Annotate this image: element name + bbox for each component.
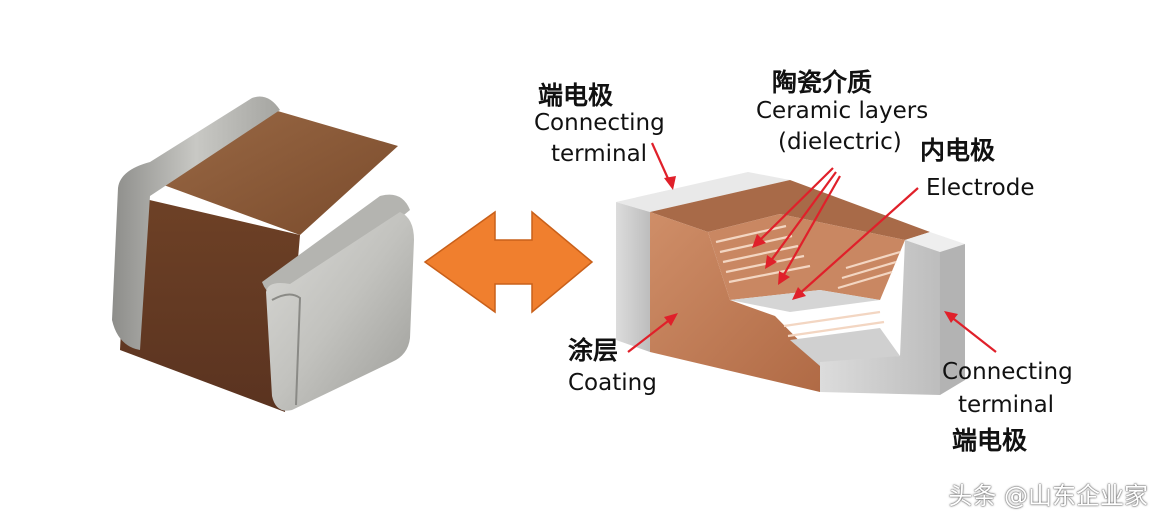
section-coating-face xyxy=(650,212,820,392)
section-left-terminal-top xyxy=(616,172,790,212)
top-terminal-cn-label: 端电极 xyxy=(538,81,614,110)
electrode-cn-label: 内电极 xyxy=(920,136,996,165)
callout-arrows xyxy=(627,142,997,353)
mlcc-cross-section xyxy=(616,172,965,395)
section-left-terminal-front xyxy=(616,202,650,352)
electrode-layers xyxy=(715,224,901,338)
arrow-ceramic-3 xyxy=(778,175,841,285)
inner-electrode-plate-2 xyxy=(790,328,900,366)
section-right-terminal-front xyxy=(820,240,940,395)
coating-en-label: Coating xyxy=(568,370,657,396)
top-terminal-en-label-2: terminal xyxy=(551,141,648,167)
mlcc-chip-photo xyxy=(112,96,414,412)
electrode-en-label: Electrode xyxy=(926,175,1035,201)
bottom-terminal-cn-label: 端电极 xyxy=(952,426,1028,455)
arrow-ceramic-2 xyxy=(765,171,837,269)
ceramic-en-label-1: Ceramic layers xyxy=(756,98,929,124)
top-terminal-en-label-1: Connecting xyxy=(534,110,665,136)
chip-left-terminal xyxy=(112,96,280,350)
inner-electrode-plate-1 xyxy=(730,290,880,312)
arrow-top-terminal xyxy=(650,142,676,190)
double-arrow-icon xyxy=(423,210,594,314)
watermark-text: 头条 @山东企业家 xyxy=(948,482,1148,510)
arrow-electrode xyxy=(792,187,919,300)
coating-cn-label: 涂层 xyxy=(568,336,619,365)
section-right-terminal-top xyxy=(905,232,965,252)
chip-right-terminal-top xyxy=(262,194,410,301)
chip-right-terminal-face xyxy=(266,212,414,411)
chip-terminal-edge xyxy=(271,293,302,406)
arrow-coating xyxy=(627,313,678,353)
ceramic-cn-label: 陶瓷介质 xyxy=(772,68,873,97)
arrow-bottom-terminal xyxy=(944,311,997,353)
bottom-terminal-en-label-1: Connecting xyxy=(942,359,1073,385)
bottom-terminal-en-label-2: terminal xyxy=(958,392,1055,418)
ceramic-en-label-2: (dielectric) xyxy=(778,129,902,155)
chip-front-face xyxy=(120,195,300,412)
arrow-ceramic-1 xyxy=(752,167,834,248)
